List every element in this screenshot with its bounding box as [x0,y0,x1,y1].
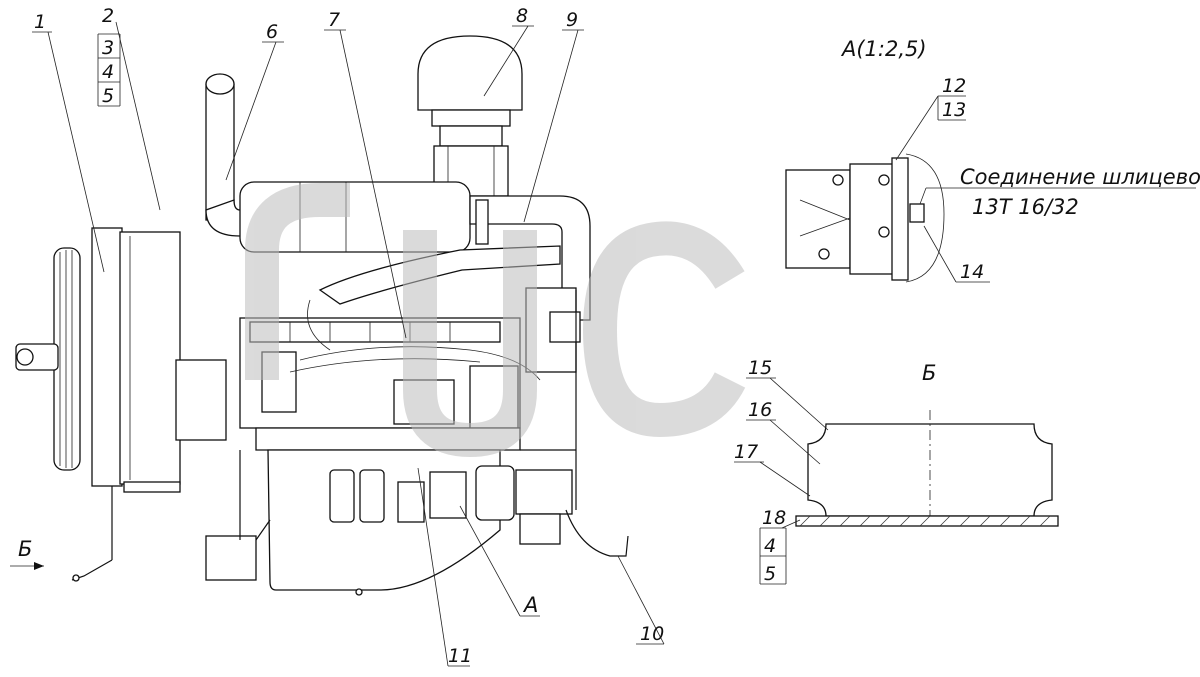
callout-10: 10 [640,623,664,645]
callout-1: 1 [34,11,46,33]
detail-a-title: А(1:2,5) [840,37,927,61]
callout-3: 3 [102,37,114,59]
callout-17: 17 [734,441,758,463]
callout-14: 14 [960,261,984,283]
fan [15,247,81,471]
air-filter [417,35,523,197]
detail-a-view [785,95,1196,283]
callout-numbers: 1 2 3 4 5 6 7 8 9 10 11 12 13 14 15 16 1… [34,5,984,667]
callout-13: 13 [942,99,966,121]
callout-8: 8 [516,5,528,27]
callout-18: 18 [762,507,786,529]
callout-16: 16 [748,399,772,421]
callout-15: 15 [748,357,772,379]
view-arrow-b-label: Б [18,537,32,561]
spline-spec-note: 13Т 16/32 [972,195,1079,219]
callout-11: 11 [448,645,472,667]
detail-a-leader-label: А [522,593,538,617]
callout-7: 7 [328,9,340,31]
spline-joint-note: Соединение шлицевое [960,165,1200,189]
view-labels: А(1:2,5) Б Б А Соединение шлицевое 13Т 1… [18,37,1200,617]
callout-4: 4 [102,61,114,83]
callout-4-section: 4 [764,535,776,557]
callout-2: 2 [102,5,114,27]
callout-5-section: 5 [764,563,776,585]
exhaust-pipe [205,73,271,237]
callout-5: 5 [102,85,114,107]
callout-9: 9 [566,9,578,31]
section-b-view [734,377,1059,585]
callout-12: 12 [942,75,966,97]
leader-lines [10,21,665,667]
callout-6: 6 [266,21,278,43]
section-b-title: Б [922,361,936,385]
radiator [71,227,227,582]
